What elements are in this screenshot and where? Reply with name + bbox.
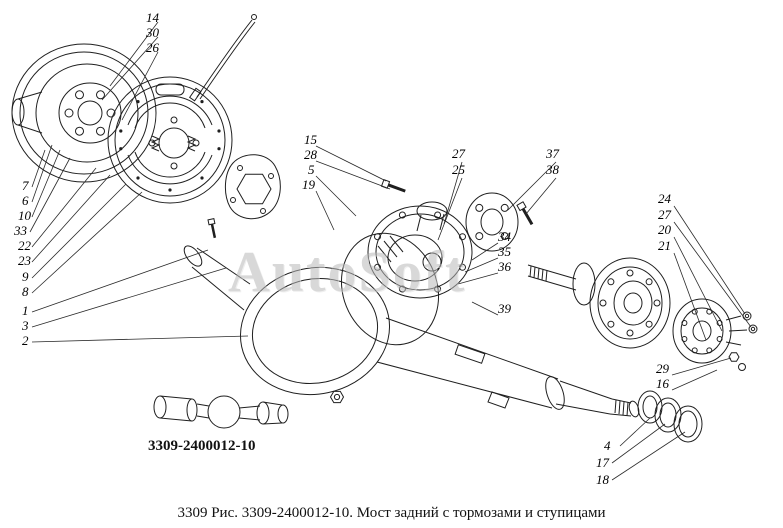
callout-1: 1 — [22, 303, 29, 318]
callout-26: 26 — [146, 40, 159, 55]
brake-backing-plate — [107, 76, 233, 204]
callout-30: 30 — [146, 25, 159, 40]
callout-23: 23 — [18, 253, 31, 268]
callout-33: 33 — [14, 223, 27, 238]
gasket-plate — [225, 154, 281, 220]
fasteners — [329, 311, 758, 404]
callout-8: 8 — [22, 284, 29, 299]
callout-14: 14 — [146, 10, 159, 25]
figure-caption: 3309 Рис. 3309-2400012-10. Мост задний с… — [177, 505, 606, 521]
subassembly-part-number: 3309-2400012-10 — [148, 438, 256, 454]
callout-20: 20 — [658, 222, 671, 237]
callout-28: 28 — [304, 147, 317, 162]
callout-38: 38 — [546, 162, 559, 177]
leader-lines — [29, 21, 752, 481]
callout-39: 39 — [498, 301, 511, 316]
companion-flange — [465, 192, 519, 252]
wheel-hub — [589, 257, 671, 349]
callout-15: 15 — [304, 132, 317, 147]
brake-cable — [188, 14, 257, 102]
callout-34: 34 — [498, 229, 511, 244]
axle-shaft — [527, 262, 596, 306]
callout-36: 36 — [498, 259, 511, 274]
differential-carrier — [367, 201, 473, 299]
callout-21: 21 — [658, 238, 671, 253]
callout-24: 24 — [658, 191, 671, 206]
callout-27-right: 27 — [658, 207, 671, 222]
callout-16: 16 — [656, 376, 669, 391]
callout-18: 18 — [596, 472, 609, 487]
callout-22: 22 — [18, 238, 31, 253]
shaft-subassembly — [153, 395, 289, 429]
callout-4: 4 — [604, 438, 611, 453]
axle-housing — [183, 232, 640, 418]
callout-29: 29 — [656, 361, 669, 376]
bearing-rings — [637, 390, 703, 443]
mounting-bolts — [207, 178, 534, 239]
callout-6: 6 — [22, 193, 29, 208]
callout-3: 3 — [22, 318, 29, 333]
callout-35: 35 — [498, 244, 511, 259]
callout-25: 25 — [452, 162, 465, 177]
callout-10: 10 — [18, 208, 31, 223]
drive-flange — [672, 298, 748, 364]
callout-5: 5 — [308, 162, 315, 177]
callout-7: 7 — [22, 178, 29, 193]
callout-2: 2 — [22, 333, 29, 348]
callout-27-top: 27 — [452, 146, 465, 161]
callout-19: 19 — [302, 177, 315, 192]
brake-drum — [11, 43, 157, 183]
callout-37: 37 — [546, 146, 559, 161]
watermark: AutoSoft — [228, 239, 467, 304]
callout-17: 17 — [596, 455, 609, 470]
callout-9: 9 — [22, 269, 29, 284]
